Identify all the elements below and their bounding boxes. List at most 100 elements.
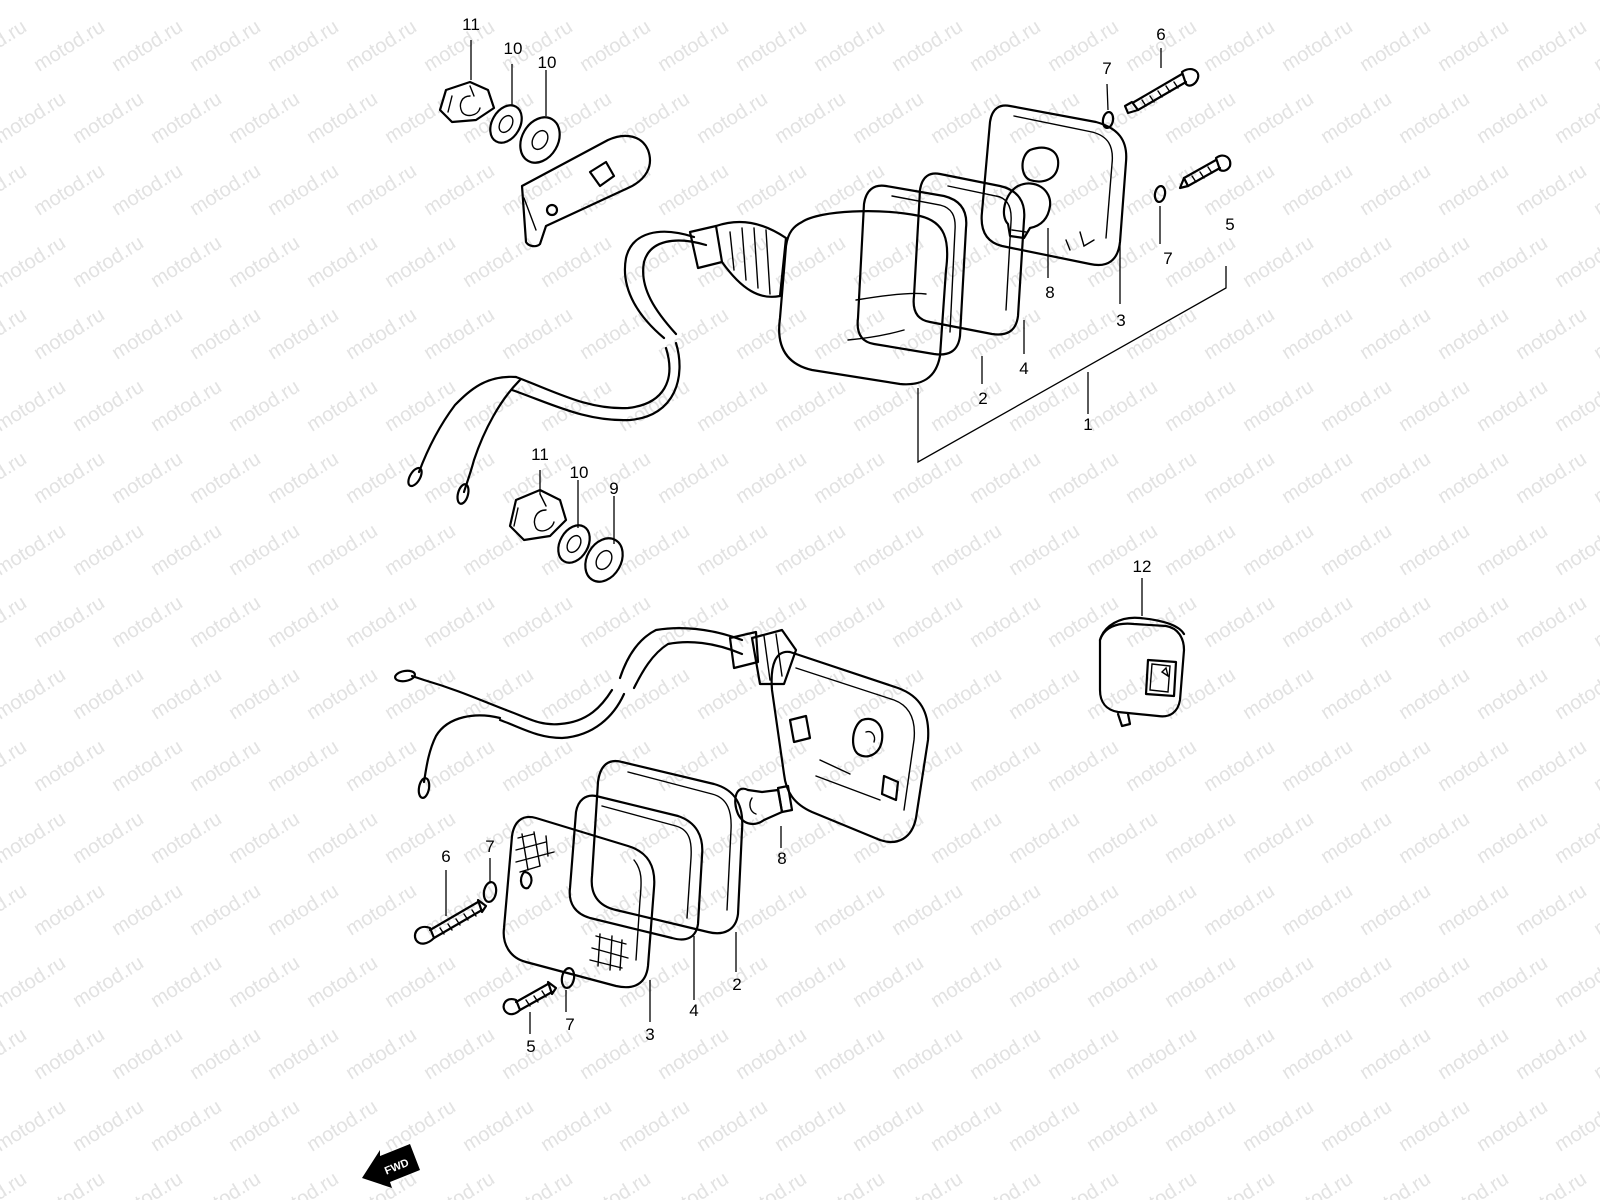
watermark-text: motod.ru (615, 1096, 694, 1156)
watermark-text: motod.ru (888, 1024, 967, 1084)
watermark-text: motod.ru (1434, 736, 1513, 796)
watermark-text: motod.ru (1278, 592, 1357, 652)
watermark-text: motod.ru (1122, 160, 1201, 220)
watermark-text: motod.ru (303, 952, 382, 1012)
watermark-text: motod.ru (1005, 664, 1084, 724)
watermark-text: motod.ru (1239, 952, 1318, 1012)
watermark-text: motod.ru (732, 448, 811, 508)
watermark-text: motod.ru (381, 952, 460, 1012)
watermark-text: motod.ru (1044, 448, 1123, 508)
watermark-text: motod.ru (888, 880, 967, 940)
callout-6-rear: 6 (441, 847, 450, 866)
watermark-text: motod.ru (537, 1096, 616, 1156)
watermark-text: motod.ru (108, 1024, 187, 1084)
watermark-text: motod.ru (1239, 520, 1318, 580)
watermark-text: motod.ru (108, 448, 187, 508)
watermark-text: motod.ru (1512, 448, 1591, 508)
watermark-text: motod.ru (576, 592, 655, 652)
watermark-text: motod.ru (1005, 0, 1084, 4)
watermark-text: motod.ru (966, 1024, 1045, 1084)
watermark-text: motod.ru (654, 16, 733, 76)
watermark-text: motod.ru (69, 1096, 148, 1156)
watermark-text: motod.ru (1161, 0, 1240, 4)
watermark-text: motod.ru (576, 1024, 655, 1084)
rear-housing (770, 650, 930, 844)
watermark-text: motod.ru (1473, 1096, 1552, 1156)
watermark-text: motod.ru (615, 0, 694, 4)
watermark-text: motod.ru (459, 1096, 538, 1156)
watermark-text: motod.ru (0, 592, 31, 652)
watermark-text: motod.ru (381, 0, 460, 4)
watermark-text: motod.ru (1239, 232, 1318, 292)
watermark-text: motod.ru (342, 592, 421, 652)
watermark-text: motod.ru (147, 0, 226, 4)
watermark-text: motod.ru (30, 448, 109, 508)
watermark-text: motod.ru (693, 376, 772, 436)
watermark-text: motod.ru (1044, 304, 1123, 364)
rear-seal-4 (568, 794, 704, 941)
callout-4-front: 4 (1019, 359, 1028, 378)
watermark-text: motod.ru (1473, 664, 1552, 724)
assembly-1-bracket (917, 266, 1227, 464)
watermark-text: motod.ru (459, 0, 538, 4)
watermark-text: motod.ru (1356, 1024, 1435, 1084)
watermark-text: motod.ru (693, 664, 772, 724)
watermark-text: motod.ru (1551, 1096, 1600, 1156)
callout-6-front: 6 (1156, 25, 1165, 44)
watermark-text: motod.ru (1278, 736, 1357, 796)
watermark-text: motod.ru (1356, 304, 1435, 364)
watermark-text: motod.ru (264, 736, 343, 796)
watermark-text: motod.ru (1200, 16, 1279, 76)
middle-washer-9 (584, 537, 624, 583)
watermark-text: motod.ru (69, 520, 148, 580)
rear-washer-7-a (482, 880, 498, 904)
watermark-text: motod.ru (615, 664, 694, 724)
flasher-relay-12 (1098, 578, 1186, 728)
watermark-text: motod.ru (1395, 1096, 1474, 1156)
watermark-text: motod.ru (1395, 520, 1474, 580)
upper-washer-10-b (519, 116, 561, 164)
watermark-text: motod.ru (0, 0, 70, 4)
callout-2-rear: 2 (732, 975, 741, 994)
watermark-text: motod.ru (1161, 1096, 1240, 1156)
watermark-text: motod.ru (693, 808, 772, 868)
watermark-text: motod.ru (1473, 0, 1552, 4)
watermark-text: motod.ru (186, 304, 265, 364)
watermark-text: motod.ru (1434, 304, 1513, 364)
watermark-text: motod.ru (1590, 160, 1600, 220)
watermark-text: motod.ru (69, 88, 148, 148)
watermark-text: motod.ru (303, 88, 382, 148)
watermark-text: motod.ru (1356, 448, 1435, 508)
watermark-text: motod.ru (1434, 880, 1513, 940)
watermark-text: motod.ru (615, 88, 694, 148)
watermark-text: motod.ru (654, 1168, 733, 1200)
watermark-text: motod.ru (1083, 0, 1162, 4)
watermark-text: motod.ru (771, 0, 850, 4)
watermark-text: motod.ru (69, 952, 148, 1012)
watermark-text: motod.ru (576, 304, 655, 364)
callout-2-front: 2 (978, 389, 987, 408)
watermark-text: motod.ru (1395, 88, 1474, 148)
watermark-text: motod.ru (420, 592, 499, 652)
watermark-text: motod.ru (1278, 880, 1357, 940)
watermark-text: motod.ru (1395, 232, 1474, 292)
watermark-text: motod.ru (1239, 376, 1318, 436)
watermark-text: motod.ru (264, 1168, 343, 1200)
upper-washer-10-a (489, 104, 523, 144)
watermark-text: motod.ru (0, 1168, 31, 1200)
watermark-text: motod.ru (108, 160, 187, 220)
watermark-text: motod.ru (0, 664, 70, 724)
watermark-text: motod.ru (1122, 448, 1201, 508)
watermark-text: motod.ru (537, 232, 616, 292)
watermark-text: motod.ru (381, 664, 460, 724)
watermark-text: motod.ru (147, 376, 226, 436)
watermark-text: motod.ru (1122, 880, 1201, 940)
watermark-text: motod.ru (186, 736, 265, 796)
callout-7-front-a: 7 (1102, 59, 1111, 78)
watermark-text: motod.ru (693, 0, 772, 4)
watermark-text: motod.ru (303, 664, 382, 724)
watermark-text: motod.ru (888, 160, 967, 220)
watermark-text: motod.ru (888, 1168, 967, 1200)
watermark-text: motod.ru (849, 952, 928, 1012)
watermark-text: motod.ru (1551, 88, 1600, 148)
